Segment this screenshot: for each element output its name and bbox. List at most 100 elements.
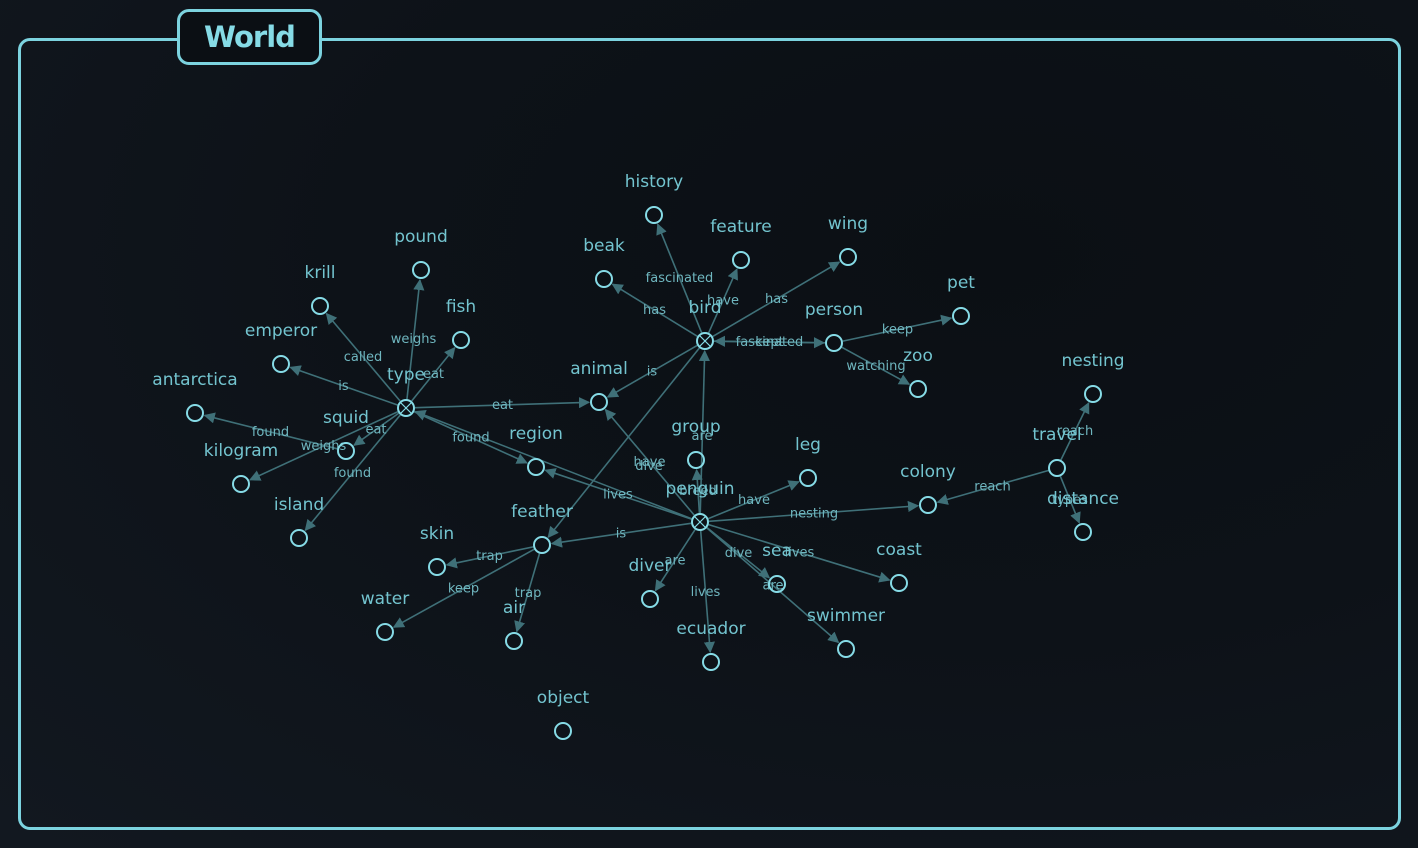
edge-label-person-pet: keep: [882, 323, 913, 338]
node-island[interactable]: island: [274, 495, 324, 547]
node-coast[interactable]: coast: [876, 540, 922, 592]
node-group[interactable]: group: [671, 417, 721, 469]
node-water[interactable]: water: [361, 589, 409, 641]
node-circle-skin[interactable]: [428, 558, 446, 576]
edge-penguin-feather: [550, 522, 692, 548]
node-circle-feather[interactable]: [533, 536, 551, 554]
node-label-kilogram: kilogram: [204, 441, 278, 461]
edge-label-penguin-leg: have: [738, 493, 770, 508]
node-circle-antarctica[interactable]: [186, 404, 204, 422]
node-circle-object[interactable]: [554, 722, 572, 740]
node-label-travel: travel: [1032, 425, 1081, 445]
node-circle-beak[interactable]: [595, 270, 613, 288]
node-swimmer[interactable]: swimmer: [807, 606, 885, 658]
node-circle-emperor[interactable]: [272, 355, 290, 373]
node-wing[interactable]: wing: [828, 214, 868, 266]
node-kilogram[interactable]: kilogram: [204, 441, 278, 493]
hub-mark: [699, 335, 711, 347]
node-circle-swimmer[interactable]: [837, 640, 855, 658]
node-circle-type[interactable]: [397, 399, 415, 417]
node-fish[interactable]: fish: [446, 297, 476, 349]
node-circle-fish[interactable]: [452, 331, 470, 349]
node-history[interactable]: history: [625, 172, 683, 224]
edge-type-animal: [414, 397, 591, 409]
node-circle-squid[interactable]: [337, 442, 355, 460]
edge-penguin-type: [414, 410, 692, 520]
node-label-antarctica: antarctica: [152, 370, 237, 390]
node-skin[interactable]: skin: [420, 524, 454, 576]
node-label-swimmer: swimmer: [807, 606, 885, 626]
node-diver[interactable]: diver: [628, 556, 672, 608]
node-object[interactable]: object: [537, 688, 590, 740]
node-circle-region[interactable]: [527, 458, 545, 476]
node-circle-pound[interactable]: [412, 261, 430, 279]
node-circle-travel[interactable]: [1048, 459, 1066, 477]
edge-label-feather-air: trap: [515, 586, 542, 601]
node-type[interactable]: type: [387, 365, 425, 417]
edge-label-penguin-feather: is: [616, 527, 627, 542]
node-circle-penguin[interactable]: [691, 513, 709, 531]
node-circle-bird[interactable]: [696, 332, 714, 350]
node-circle-ecuador[interactable]: [702, 653, 720, 671]
node-penguin[interactable]: penguin: [665, 479, 735, 531]
node-circle-sea[interactable]: [768, 575, 786, 593]
node-leg[interactable]: leg: [795, 435, 821, 487]
node-region[interactable]: region: [509, 424, 563, 476]
node-circle-person[interactable]: [825, 334, 843, 352]
edge-type-krill: [325, 312, 401, 402]
edge-type-squid: [353, 412, 400, 446]
node-travel[interactable]: travel: [1032, 425, 1082, 477]
node-circle-island[interactable]: [290, 529, 308, 547]
node-feather[interactable]: feather: [511, 502, 573, 554]
node-circle-coast[interactable]: [890, 574, 908, 592]
node-circle-air[interactable]: [505, 632, 523, 650]
node-bird[interactable]: bird: [689, 298, 722, 350]
edge-feather-air: [514, 553, 541, 633]
edge-bird-feather: [547, 347, 701, 539]
node-distance[interactable]: distance: [1047, 489, 1119, 541]
node-person[interactable]: person: [805, 300, 863, 352]
node-circle-wing[interactable]: [839, 248, 857, 266]
node-pound[interactable]: pound: [394, 227, 448, 279]
node-krill[interactable]: krill: [304, 263, 336, 315]
node-label-history: history: [625, 172, 683, 192]
node-squid[interactable]: squid: [323, 408, 369, 460]
node-emperor[interactable]: emperor: [245, 321, 317, 373]
node-nesting[interactable]: nesting: [1061, 351, 1125, 403]
node-circle-kilogram[interactable]: [232, 475, 250, 493]
panel-title: World: [204, 20, 296, 54]
node-circle-animal[interactable]: [590, 393, 608, 411]
node-zoo[interactable]: zoo: [903, 346, 933, 398]
node-ecuador[interactable]: ecuador: [676, 619, 746, 671]
node-circle-distance[interactable]: [1074, 523, 1092, 541]
node-circle-colony[interactable]: [919, 496, 937, 514]
edge-label-type-island: found: [334, 466, 371, 481]
node-animal[interactable]: animal: [570, 359, 628, 411]
node-circle-leg[interactable]: [799, 469, 817, 487]
node-antarctica[interactable]: antarctica: [152, 370, 238, 422]
node-label-group: group: [671, 417, 720, 437]
node-circle-krill[interactable]: [311, 297, 329, 315]
node-pet[interactable]: pet: [947, 273, 975, 325]
node-label-sea: sea: [762, 541, 792, 561]
node-beak[interactable]: beak: [583, 236, 625, 288]
node-air[interactable]: air: [503, 598, 525, 650]
node-circle-diver[interactable]: [641, 590, 659, 608]
node-circle-water[interactable]: [376, 623, 394, 641]
edge-penguin-leg: [708, 480, 800, 520]
edge-label-type-emperor: is: [338, 379, 349, 394]
node-circle-nesting[interactable]: [1084, 385, 1102, 403]
node-circle-group[interactable]: [687, 451, 705, 469]
node-circle-feature[interactable]: [732, 251, 750, 269]
node-label-penguin: penguin: [665, 479, 734, 499]
node-circle-history[interactable]: [645, 206, 663, 224]
edge-label-label-are-group: are: [691, 429, 712, 444]
node-feature[interactable]: feature: [710, 217, 772, 269]
node-sea[interactable]: sea: [762, 541, 792, 593]
edge-label-feather-skin: trap: [476, 549, 503, 564]
node-circle-zoo[interactable]: [909, 380, 927, 398]
node-circle-pet[interactable]: [952, 307, 970, 325]
edge-label-bird-person: kept: [755, 335, 783, 350]
node-colony[interactable]: colony: [900, 462, 956, 514]
